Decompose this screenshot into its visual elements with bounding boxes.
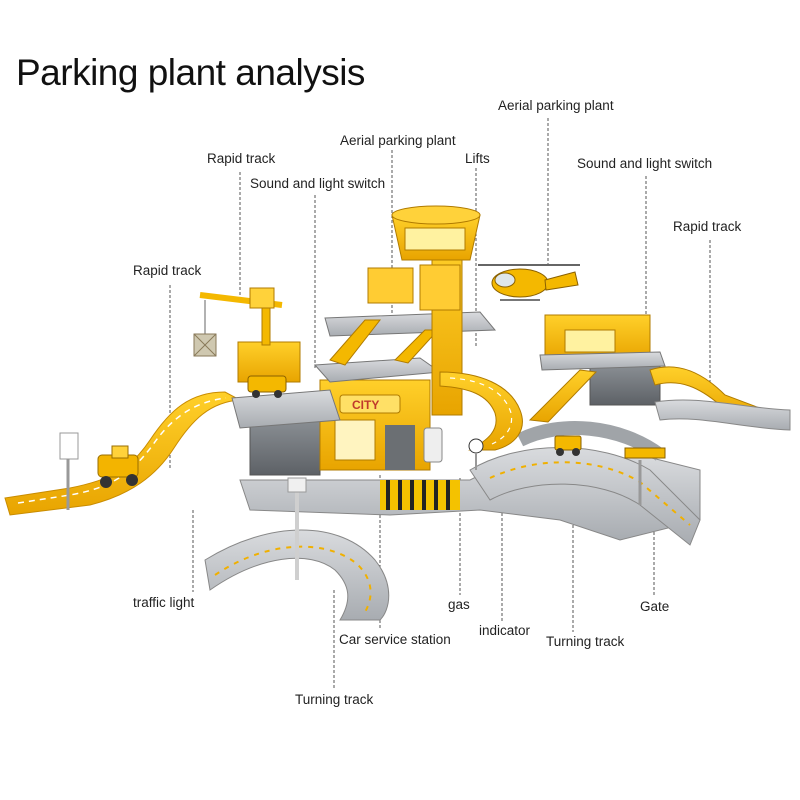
traffic-light-pole — [287, 477, 307, 580]
label-aerial-parking-plant-mid: Aerial parking plant — [340, 133, 456, 148]
right-rapid-track — [649, 366, 791, 431]
city-sign-text: CITY — [352, 398, 379, 412]
main-building: CITY — [231, 311, 497, 476]
label-rapid-track-1: Rapid track — [207, 151, 276, 166]
label-lifts: Lifts — [465, 151, 490, 166]
label-indicator: indicator — [479, 623, 531, 638]
page-title: Parking plant analysis — [16, 52, 365, 93]
label-aerial-parking-plant-top: Aerial parking plant — [498, 98, 614, 113]
crane — [193, 287, 301, 383]
turning-track-bottom-left — [204, 529, 390, 621]
label-turning-track-bottom: Turning track — [295, 692, 374, 707]
label-car-service-station: Car service station — [339, 632, 451, 647]
label-gate: Gate — [640, 599, 670, 614]
turning-track-bottom-right — [469, 421, 701, 546]
winding-ramp-center — [439, 371, 523, 451]
toy-cement-truck — [247, 375, 287, 398]
left-sign-pole — [59, 432, 79, 510]
label-traffic-light: traffic light — [133, 595, 195, 610]
gate — [624, 447, 666, 505]
control-tower — [367, 205, 481, 416]
gas-pump — [423, 427, 443, 463]
label-rapid-track-right: Rapid track — [673, 219, 742, 234]
label-rapid-track-left: Rapid track — [133, 263, 202, 278]
label-sound-light-switch-right: Sound and light switch — [577, 156, 713, 171]
toy-digger — [554, 435, 582, 456]
label-sound-light-switch-left: Sound and light switch — [250, 176, 386, 191]
toy-bulldozer-left — [97, 445, 139, 488]
right-building — [528, 314, 666, 423]
toy-helicopter — [478, 264, 580, 301]
indicator-sign — [468, 438, 484, 470]
label-turning-track-right: Turning track — [546, 634, 625, 649]
label-gas: gas — [448, 597, 470, 612]
